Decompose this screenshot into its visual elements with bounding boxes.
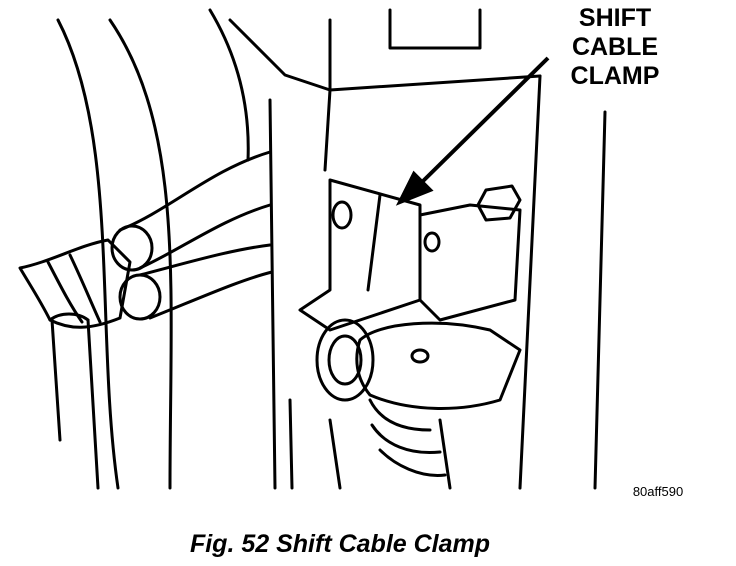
cable-lower-top	[138, 243, 272, 277]
callout-line-1: SHIFT	[578, 4, 652, 32]
figure-caption: Fig. 52 Shift Cable Clamp	[189, 530, 491, 558]
cable-upper-bottom	[138, 203, 272, 270]
bellows-3	[378, 448, 447, 477]
cable-end-upper	[110, 224, 154, 272]
bellows-2	[370, 423, 442, 455]
body-panel-edge-top	[208, 8, 250, 162]
cable-boot-ridge	[46, 260, 84, 324]
callout-line-2: CABLE	[571, 33, 659, 61]
clamp-front	[366, 193, 382, 292]
body-panel-fold	[228, 18, 332, 92]
cable-boot	[18, 238, 132, 329]
figure-id: 80aff590	[632, 484, 684, 499]
upper-bracket-ledge	[328, 74, 542, 92]
callout-leader-arrow	[395, 56, 550, 206]
support-arm-right	[86, 318, 100, 490]
pivot-bushing-outer	[315, 318, 375, 402]
cable-upper-top	[118, 150, 272, 232]
vertical-column-lower	[288, 398, 294, 490]
callout-label: SHIFT CABLE CLAMP	[560, 4, 670, 91]
vertical-column-left	[268, 98, 277, 490]
callout-line-3: CLAMP	[570, 62, 660, 90]
upper-bracket-tab	[388, 8, 482, 50]
cable-boot-ridge-2	[68, 253, 102, 324]
clamp-body	[298, 178, 422, 332]
bellows-side	[438, 418, 452, 490]
mount-bracket	[418, 203, 522, 322]
bellows-1	[368, 398, 432, 432]
bolt-hex	[476, 184, 522, 222]
bracket-hole	[423, 231, 441, 253]
right-panel-line	[593, 110, 607, 490]
right-panel-edge	[518, 74, 542, 490]
support-arm-top	[48, 312, 90, 322]
lever-plate-hole	[410, 348, 430, 364]
cable-end-lower	[118, 273, 162, 321]
body-panel-inner-curve	[108, 18, 173, 490]
pivot-bushing-inner	[327, 334, 363, 386]
support-arm-left	[50, 318, 62, 442]
cable-lower-bottom	[148, 270, 274, 320]
lower-frame	[328, 418, 342, 490]
vertical-column-right	[323, 88, 332, 172]
clamp-hole	[331, 200, 353, 230]
shift-lever-plate	[355, 321, 522, 410]
